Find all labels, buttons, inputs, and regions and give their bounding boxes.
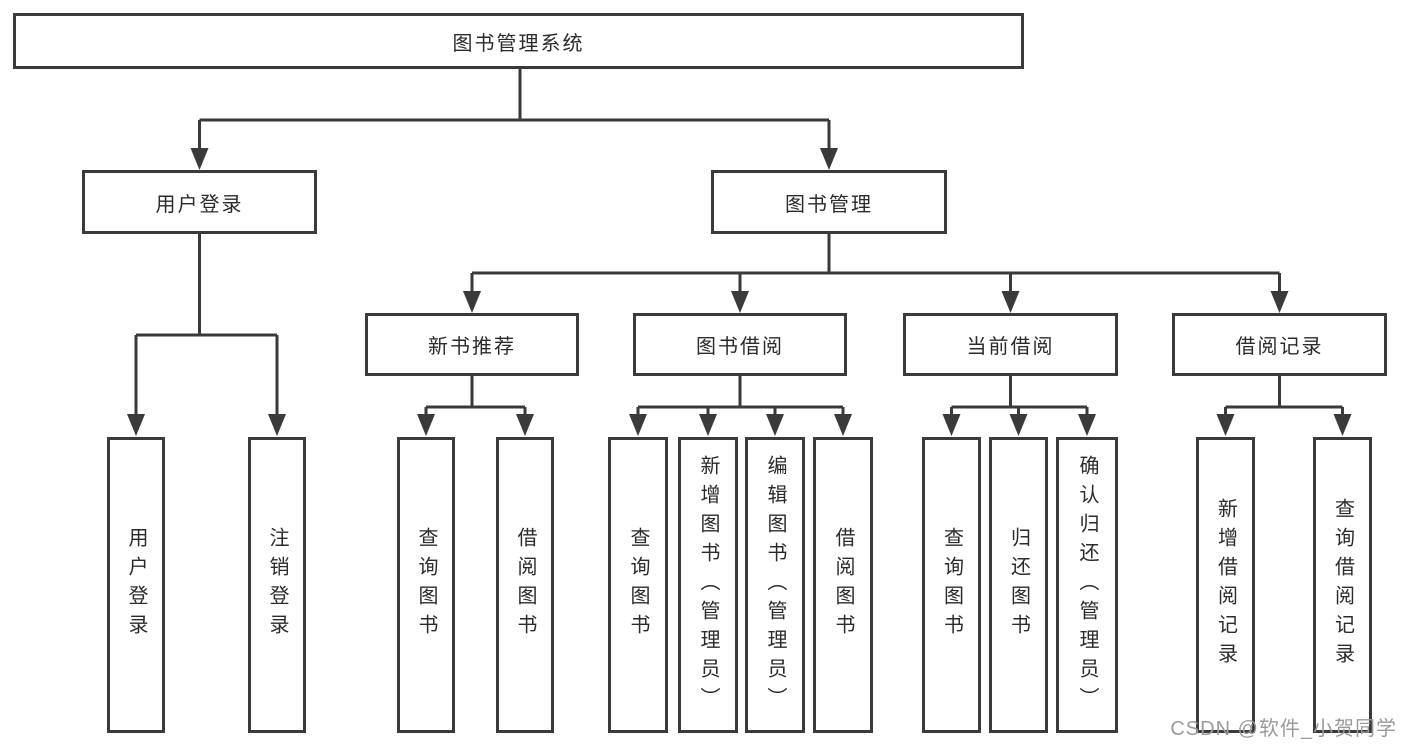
leaf-query-books-recommend: 查询图书 <box>397 437 455 733</box>
node-user-login-module: 用户登录 <box>82 170 317 234</box>
node-current-borrowing: 当前借阅 <box>903 313 1118 376</box>
leaf-return-books: 归还图书 <box>989 437 1048 733</box>
node-book-management-module: 图书管理 <box>711 170 947 234</box>
connector-new-book-branch <box>424 376 527 418</box>
leaf-add-borrow-record: 新增借阅记录 <box>1196 437 1255 733</box>
csdn-watermark: CSDN @软件_小贺同学 <box>1170 718 1397 740</box>
arrowheads <box>127 148 1352 436</box>
leaf-borrow-books-recommend: 借阅图书 <box>496 437 554 733</box>
leaf-query-borrow-record: 查询借阅记录 <box>1313 437 1372 733</box>
node-library-management-system: 图书管理系统 <box>13 13 1024 69</box>
leaf-query-books-borrowing: 查询图书 <box>608 437 668 733</box>
connector-borrowing-records-branch <box>1224 376 1344 418</box>
leaf-query-books-current: 查询图书 <box>922 437 981 733</box>
leaf-confirm-return-admin: 确认归还（管理员） <box>1056 437 1118 733</box>
connector-root-to-level2 <box>198 69 831 150</box>
connector-current-borrowing-branch <box>950 376 1089 418</box>
node-borrowing-records: 借阅记录 <box>1172 313 1387 376</box>
connector-user-login-branch <box>134 234 279 416</box>
node-new-book-recommendation: 新书推荐 <box>365 313 579 376</box>
leaf-logout: 注销登录 <box>248 437 306 733</box>
leaf-borrow-books: 借阅图书 <box>813 437 873 733</box>
connector-book-borrowing-branch <box>636 376 845 418</box>
leaf-add-books-admin: 新增图书（管理员） <box>678 437 738 733</box>
node-book-borrowing: 图书借阅 <box>633 313 847 376</box>
leaf-user-login: 用户登录 <box>107 437 165 733</box>
leaf-edit-books-admin: 编辑图书（管理员） <box>745 437 805 733</box>
connector-book-management-branch <box>470 234 1281 293</box>
